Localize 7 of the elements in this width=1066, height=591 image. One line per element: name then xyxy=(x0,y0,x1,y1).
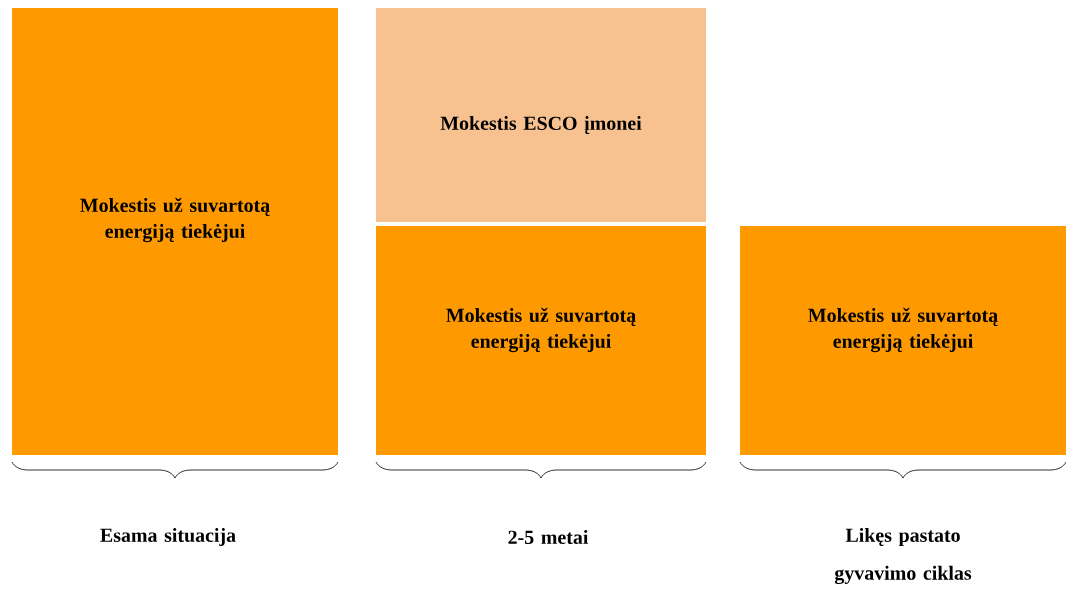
payment-box: Mokestis už suvartotą energiją tiekėjui xyxy=(12,8,338,455)
payment-box: Mokestis už suvartotą energiją tiekėjui xyxy=(740,226,1066,455)
period-label: 2-5 metai xyxy=(508,530,589,544)
payment-box: Mokestis ESCO įmonei xyxy=(376,8,706,222)
payment-box: Mokestis už suvartotą energiją tiekėjui xyxy=(376,226,706,455)
period-label: Esama situacija xyxy=(100,527,236,547)
period-label: Likęs pastato gyvavimo ciklas xyxy=(834,527,972,585)
